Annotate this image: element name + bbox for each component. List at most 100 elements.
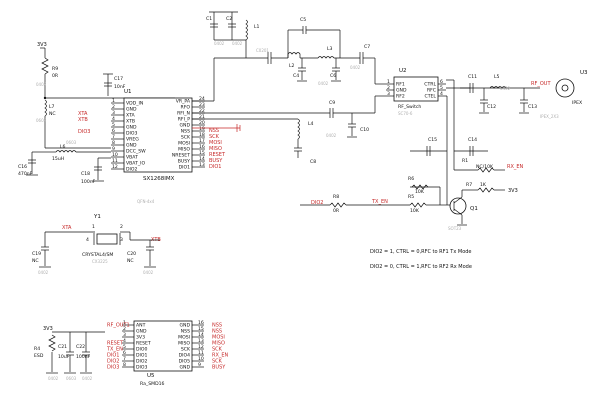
r9-ref: R9 — [52, 66, 58, 72]
u1-pin-number: 6 — [112, 128, 115, 134]
l5-inductor — [489, 86, 507, 89]
net-sck-label: SCK — [209, 134, 220, 140]
r9-resistor — [41, 57, 49, 75]
u5-pin-name: GND — [179, 365, 190, 371]
u5-pin-number: 11 — [198, 350, 204, 356]
u1-pin-number: 13 — [199, 162, 205, 168]
l7-inductor — [44, 99, 47, 117]
l4-ref: L4 — [308, 121, 314, 127]
u5-pin-name: 3V3 — [136, 335, 145, 341]
u5-part: Ra_SMD16 — [140, 381, 165, 387]
u1-pin-name: VREG — [126, 137, 139, 143]
r-nc10k-value: NC/10K — [476, 164, 494, 170]
l7-ref: L7 — [49, 104, 55, 110]
note-rx-mode: DIO2 = 0, CTRL = 1,RFC to RF2 Rx Mode — [370, 264, 472, 270]
u1-pin-number: 8 — [112, 140, 115, 146]
r7-ref: R7 — [466, 182, 472, 188]
u1-pin-number: 9 — [112, 146, 115, 152]
svg-text:0603: 0603 — [36, 118, 47, 123]
u1-pin-name: VDD_IN — [126, 101, 143, 107]
u5-pin-number: 7 — [123, 356, 126, 362]
r5-ref: R5 — [408, 194, 414, 200]
net-miso-label: MISO — [209, 146, 222, 152]
u5-pin-number: 1 — [123, 320, 126, 326]
u5-pin-number: 15 — [198, 326, 204, 332]
r6-ref: R6 — [408, 176, 414, 182]
r7-value: 1K — [480, 182, 487, 188]
svg-text:0402: 0402 — [143, 270, 154, 275]
u1-pin-name: NRESET — [172, 153, 190, 159]
r4-value: ESD — [34, 353, 44, 359]
svg-text:0402: 0402 — [38, 270, 49, 275]
c9-ref: C9 — [329, 100, 335, 106]
u5-pin-name: MISO — [178, 341, 190, 347]
u1-pin-name: NSS — [181, 129, 190, 135]
net-xta-label: XTA — [78, 111, 88, 117]
u5-pin-number: 4 — [123, 338, 126, 344]
u1-pin-number: 10 — [112, 152, 118, 158]
u5-pin-name: DIO3 — [136, 365, 148, 371]
u5-net-label: DIO3 — [107, 365, 119, 371]
svg-text:SOT23: SOT23 — [448, 226, 462, 231]
u1-pin-name: GND — [126, 125, 137, 131]
net-dio3-label: DIO3 — [78, 129, 90, 135]
u5-pin-name: GND — [179, 323, 190, 329]
u5-pin-number: 10 — [198, 356, 204, 362]
c16-value: 470nF — [18, 171, 33, 177]
u2-pin-name: GND — [396, 88, 407, 94]
u5-pin-name: DIO4 — [179, 353, 191, 359]
u1-pin-number: 4 — [112, 116, 115, 122]
u1-pin-number: 20 — [199, 120, 205, 126]
u2-pin-name: RFC — [427, 88, 436, 94]
u1-pin-number: 7 — [112, 134, 115, 140]
net-dio2-label: DIO2 — [311, 200, 323, 206]
u1-part: SX1268IMX — [143, 176, 175, 182]
u1-pin-name: XTB — [126, 119, 135, 125]
c2-ref: C2 — [226, 16, 232, 22]
u1-pin-number: 12 — [112, 164, 118, 170]
svg-text:3: 3 — [120, 237, 123, 243]
power-input-section: 3V3 R9 0R L7 NC C17 10nF C16 470nF 15uH — [18, 42, 175, 185]
c10-ref: C10 — [360, 127, 369, 133]
u1-pin-name: SCK — [181, 135, 191, 141]
u5-pin-name: MOSI — [178, 335, 190, 341]
c17-value: 10nF — [114, 84, 126, 90]
u5-net-label: NSS — [212, 323, 222, 329]
u5-pin-number: 14 — [198, 332, 204, 338]
u1-pin-name: GND — [179, 123, 190, 129]
u2-pin-number: 2 — [387, 85, 390, 91]
u5-body — [133, 320, 193, 372]
svg-text:0402: 0402 — [326, 133, 337, 138]
y1-footprint: CX3225 — [92, 259, 108, 264]
r4-resistor — [48, 334, 56, 352]
r5-resistor — [409, 202, 427, 208]
c22-value: 100nF — [76, 354, 91, 360]
net-dio1-label: DIO1 — [209, 164, 221, 170]
net-rf-out-label: RF_OUT — [531, 81, 551, 87]
y1-ref: Y1 — [93, 214, 101, 220]
u1-ref: U1 — [124, 89, 132, 95]
u5-net-label: SCK — [212, 347, 223, 353]
u5-pin-name: DIO2 — [136, 359, 148, 365]
l2-ref: L2 — [289, 63, 295, 69]
c19-ref: C19 — [32, 251, 41, 257]
svg-text:0402: 0402 — [82, 376, 93, 381]
switch-control: C15 C14 R1 NC/10K RX_EN R6 10K R5 10K Q1 — [300, 137, 524, 231]
u5-pin-name: RESET — [136, 341, 151, 347]
u5-pin-number: 2 — [123, 326, 126, 332]
u2-ref: U2 — [399, 68, 407, 74]
c13-ref: C13 — [528, 104, 537, 110]
